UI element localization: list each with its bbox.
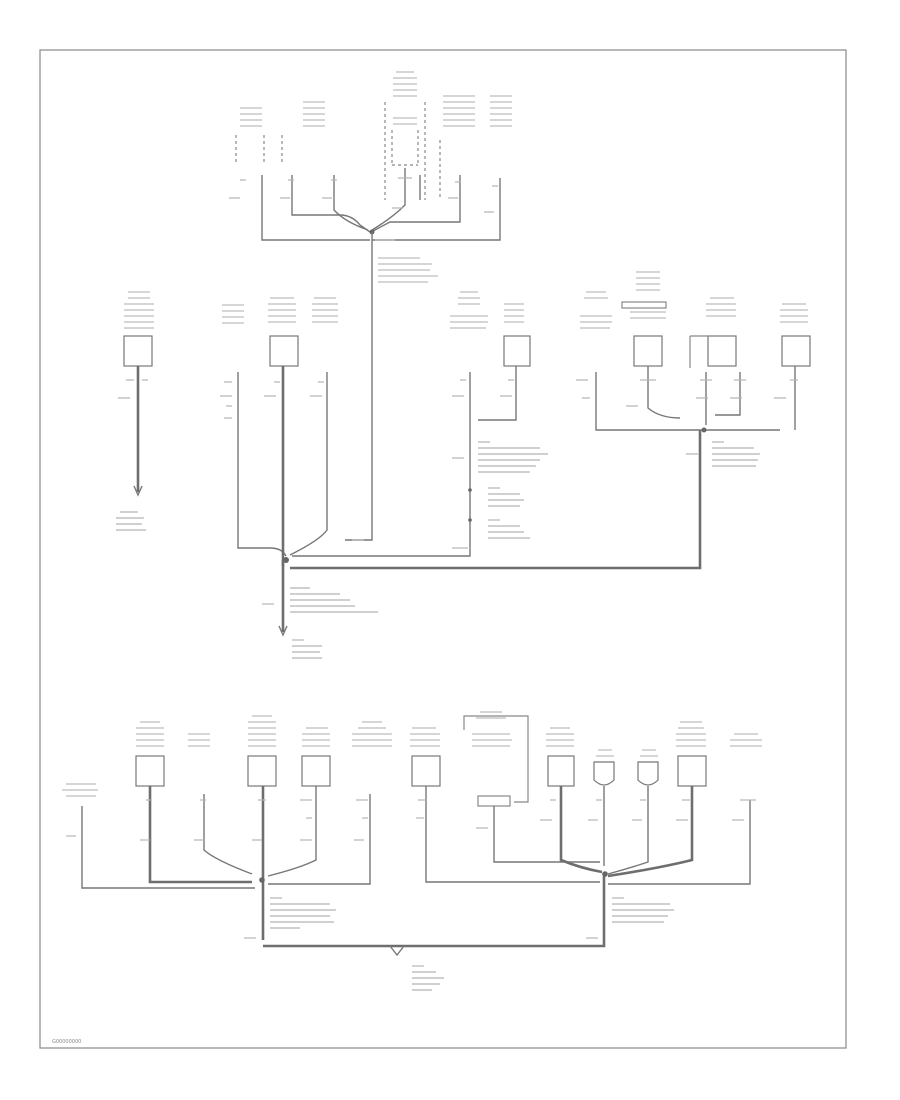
top-component-labels	[240, 71, 512, 127]
component-box-center	[269, 335, 299, 367]
bottom-right-cluster	[263, 711, 762, 991]
middle-left-cluster	[116, 291, 154, 531]
component-box-b1	[135, 755, 165, 787]
middle-right-center-cluster	[450, 291, 548, 549]
component-box-r2	[707, 335, 737, 367]
top-cluster	[229, 71, 512, 541]
splice-right-node	[701, 427, 707, 433]
footer-code: G00000000	[52, 1039, 81, 1045]
component-box-b6	[677, 755, 707, 787]
middle-center-cluster	[220, 297, 702, 659]
component-box-b5	[547, 755, 575, 787]
component-box-b4	[411, 755, 441, 787]
splice-main-node	[283, 557, 289, 563]
component-box-r3	[781, 335, 811, 367]
splice-bottom-right-node	[602, 871, 608, 877]
top-wire-codes	[229, 177, 498, 241]
splice-bottom-left-node	[259, 877, 265, 883]
component-box-r1	[633, 335, 663, 367]
top-splice-description	[378, 257, 438, 283]
diagram-frame	[39, 49, 847, 1049]
bottom-left-cluster	[62, 715, 392, 940]
middle-right-cluster	[576, 271, 811, 467]
component-box-rc	[503, 335, 531, 367]
component-box-b2	[247, 755, 277, 787]
component-box-b3	[301, 755, 331, 787]
component-box-left	[123, 335, 153, 367]
